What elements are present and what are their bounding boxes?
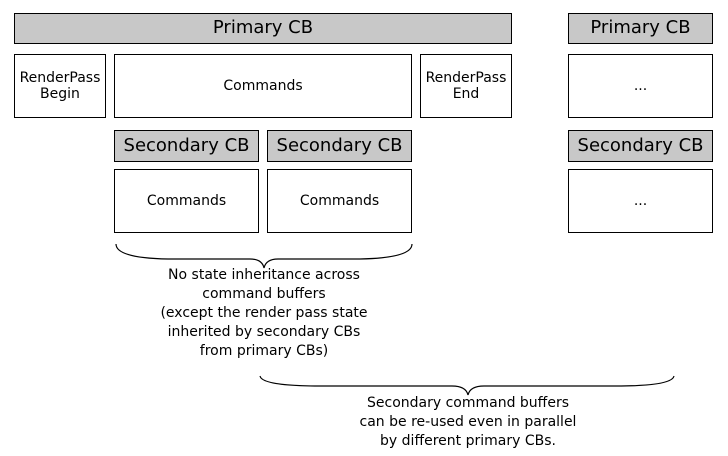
- brace-secondary-cbs: [115, 243, 413, 269]
- right-primary-ellipsis: ...: [633, 77, 648, 94]
- renderpass-begin-line1: RenderPass: [19, 69, 101, 86]
- secondary-commands-label-1: Commands: [146, 192, 227, 209]
- primary-cb-header: Primary CB: [14, 13, 512, 44]
- reuse-line-2: can be re-used even in parallel: [359, 414, 577, 430]
- note-line-2: command buffers: [202, 286, 326, 302]
- state-inheritance-note: No state inheritance across command buff…: [124, 266, 404, 361]
- secondary-cb-header-1: Secondary CB: [114, 130, 259, 162]
- secondary-cb-label-1: Secondary CB: [123, 134, 250, 156]
- reuse-note: Secondary command buffers can be re-used…: [328, 394, 608, 451]
- right-primary-cb-label: Primary CB: [590, 17, 691, 39]
- reuse-line-3: by different primary CBs.: [380, 433, 556, 449]
- right-secondary-cb-label: Secondary CB: [577, 134, 704, 156]
- primary-commands-label: Commands: [223, 77, 303, 94]
- right-primary-body: ...: [568, 54, 713, 118]
- secondary-commands-box-1: Commands: [114, 169, 259, 233]
- renderpass-begin-box: RenderPass Begin: [14, 54, 106, 118]
- renderpass-begin-line2: Begin: [40, 86, 80, 102]
- note-line-3: (except the render pass state: [160, 305, 368, 321]
- brace-reuse: [259, 375, 675, 396]
- reuse-line-1: Secondary command buffers: [367, 395, 569, 411]
- renderpass-end-line2: End: [452, 86, 480, 102]
- right-secondary-body: ...: [568, 169, 713, 233]
- renderpass-end-line1: RenderPass: [425, 69, 507, 86]
- right-secondary-ellipsis: ...: [633, 192, 648, 209]
- primary-commands-box: Commands: [114, 54, 412, 118]
- secondary-commands-label-2: Commands: [299, 192, 380, 209]
- secondary-commands-box-2: Commands: [267, 169, 412, 233]
- secondary-cb-header-2: Secondary CB: [267, 130, 412, 162]
- secondary-cb-label-2: Secondary CB: [276, 134, 403, 156]
- right-primary-cb-header: Primary CB: [568, 13, 713, 44]
- note-line-5: from primary CBs): [199, 343, 329, 359]
- note-line-1: No state inheritance across: [168, 267, 360, 283]
- renderpass-end-box: RenderPass End: [420, 54, 512, 118]
- primary-cb-label: Primary CB: [212, 17, 314, 39]
- right-secondary-cb-header: Secondary CB: [568, 130, 713, 162]
- note-line-4: inherited by secondary CBs: [167, 324, 361, 340]
